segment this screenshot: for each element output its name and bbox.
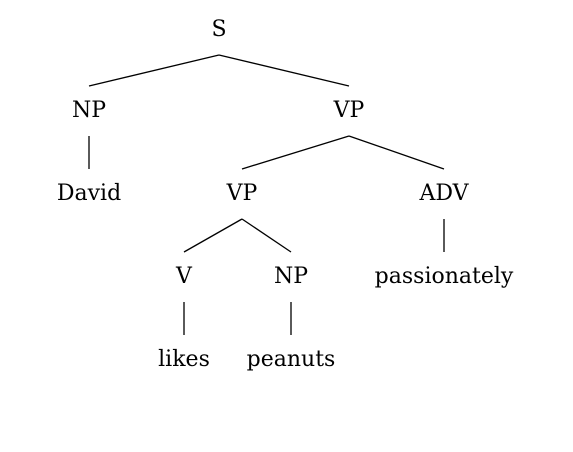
- edge-s-vp1: [218, 54, 350, 87]
- edge-vp2-v: [183, 218, 243, 253]
- edge-s-np1: [88, 54, 220, 87]
- node-adv: ADV: [419, 181, 469, 206]
- node-np-subject: NP: [71, 98, 107, 123]
- edge-vp1-vp2: [241, 135, 350, 170]
- edge-vp1-adv: [348, 135, 445, 170]
- leaf-passionately: passionately: [374, 264, 514, 289]
- node-v: V: [176, 264, 192, 289]
- edge-vp2-np2: [241, 218, 292, 253]
- leaf-david: David: [56, 181, 122, 206]
- node-vp-inner: VP: [226, 181, 258, 206]
- leaf-likes: likes: [158, 347, 210, 372]
- node-s: S: [211, 17, 227, 42]
- node-vp-top: VP: [333, 98, 365, 123]
- node-np-object: NP: [273, 264, 309, 289]
- leaf-peanuts: peanuts: [246, 347, 336, 372]
